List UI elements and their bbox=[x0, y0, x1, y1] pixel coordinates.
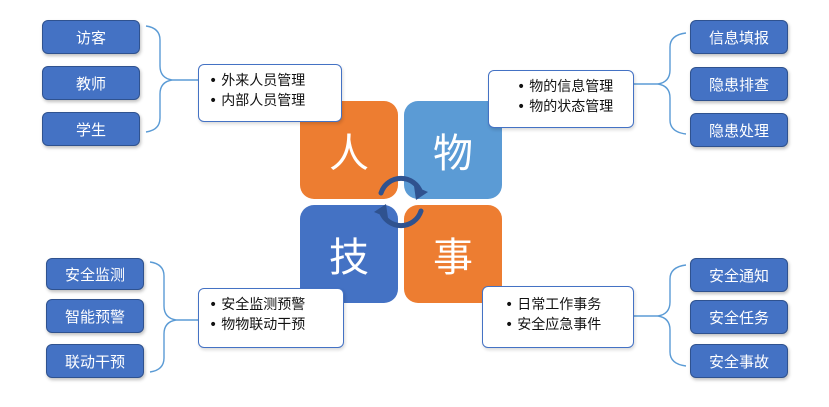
tile-event-label: 事 bbox=[433, 235, 473, 281]
note-person-item: 外来人员管理 bbox=[209, 71, 331, 91]
note-tech: 安全监测预警 物物联动干预 bbox=[198, 288, 344, 348]
pill-hazard-handle: 隐患处理 bbox=[690, 113, 788, 147]
pill-teacher: 教师 bbox=[42, 66, 140, 100]
pill-hazard-check: 隐患排查 bbox=[690, 67, 788, 101]
pill-safety-task: 安全任务 bbox=[690, 300, 788, 334]
note-person-item: 内部人员管理 bbox=[209, 91, 331, 111]
pill-smart-alert: 智能预警 bbox=[46, 299, 144, 333]
note-person: 外来人员管理 内部人员管理 bbox=[198, 64, 342, 122]
pill-visitor: 访客 bbox=[42, 20, 140, 54]
tile-object-label: 物 bbox=[433, 131, 473, 177]
tile-tech: 技 bbox=[300, 205, 398, 303]
note-object-item: 物的状态管理 bbox=[517, 97, 623, 117]
note-object: 物的信息管理 物的状态管理 bbox=[488, 70, 634, 128]
pill-student: 学生 bbox=[42, 112, 140, 146]
note-event-item: 安全应急事件 bbox=[505, 315, 623, 335]
tile-tech-label: 技 bbox=[329, 235, 369, 281]
note-tech-item: 安全监测预警 bbox=[209, 295, 333, 315]
note-event-item: 日常工作事务 bbox=[505, 295, 623, 315]
pill-safety-monitor: 安全监测 bbox=[46, 258, 144, 290]
pill-safety-accident: 安全事故 bbox=[690, 344, 788, 378]
note-tech-item: 物物联动干预 bbox=[209, 315, 333, 335]
pill-info-report: 信息填报 bbox=[690, 20, 788, 54]
note-event: 日常工作事务 安全应急事件 bbox=[482, 286, 634, 348]
tile-person: 人 bbox=[300, 101, 398, 199]
note-object-item: 物的信息管理 bbox=[517, 77, 623, 97]
pill-safety-notice: 安全通知 bbox=[690, 258, 788, 292]
tile-person-label: 人 bbox=[329, 131, 369, 177]
pill-linked-intervention: 联动干预 bbox=[46, 344, 144, 378]
